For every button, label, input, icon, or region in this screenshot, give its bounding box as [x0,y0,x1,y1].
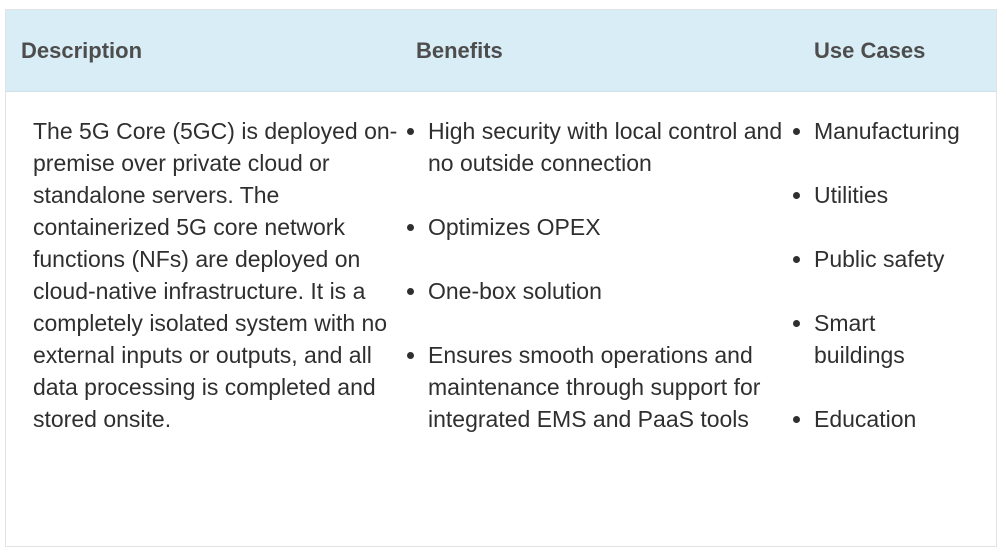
bullet-icon [407,128,414,135]
use-case-text: Smart buildings [814,310,905,368]
benefit-text: Optimizes OPEX [428,214,601,240]
benefit-text: One-box solution [428,278,602,304]
benefit-text: High security with local control and no … [428,118,783,176]
description-cell: The 5G Core (5GC) is deployed on-premise… [33,118,398,432]
list-item: Manufacturing [787,115,992,147]
bullet-icon [793,320,800,327]
table-header-row: Description Benefits Use Cases [6,10,996,92]
bullet-icon [407,288,414,295]
use-cases-list: Manufacturing Utilities Public safety Sm… [787,115,992,435]
list-item: Smart buildings [787,307,934,371]
bullet-icon [793,128,800,135]
header-use-cases: Use Cases [814,38,926,63]
bullet-icon [793,192,800,199]
use-cases-cell: Manufacturing Utilities Public safety Sm… [787,115,992,467]
comparison-table: Description Benefits Use Cases The 5G Co… [5,9,997,547]
list-item: Utilities [787,179,992,211]
bullet-icon [407,224,414,231]
list-item: High security with local control and no … [401,115,786,179]
benefits-cell: High security with local control and no … [401,115,786,467]
bullet-icon [793,416,800,423]
list-item: Optimizes OPEX [401,211,786,243]
bullet-icon [793,256,800,263]
use-case-text: Education [814,406,917,432]
benefits-list: High security with local control and no … [401,115,786,435]
header-description: Description [21,38,143,63]
list-item: Public safety [787,243,992,275]
list-item: Education [787,403,992,435]
bullet-icon [407,352,414,359]
benefit-text: Ensures smooth operations and maintenanc… [428,342,761,432]
use-case-text: Utilities [814,182,889,208]
list-item: One-box solution [401,275,786,307]
use-case-text: Public safety [814,246,945,272]
use-case-text: Manufacturing [814,118,960,144]
list-item: Ensures smooth operations and maintenanc… [401,339,786,435]
header-benefits: Benefits [416,38,503,63]
